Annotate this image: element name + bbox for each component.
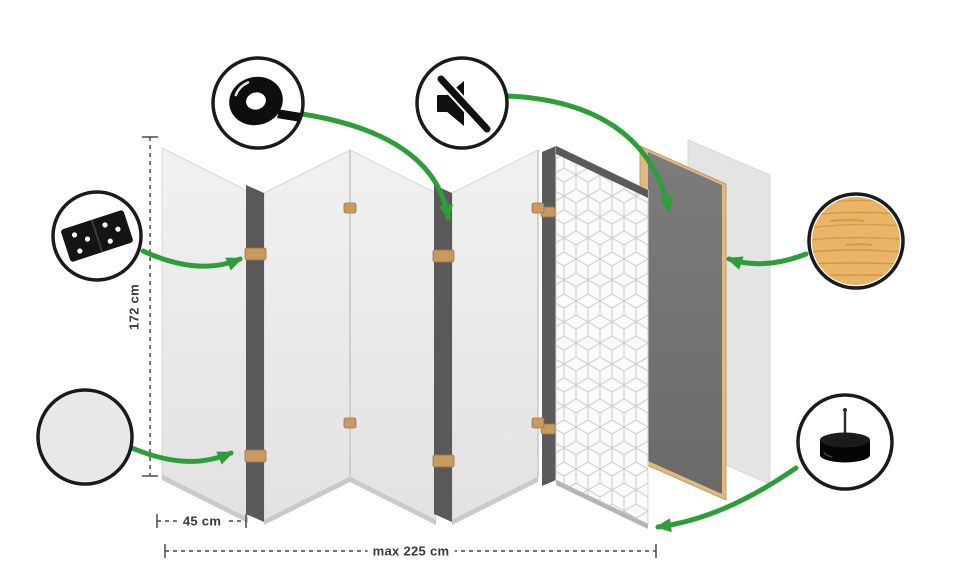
- wood-texture-icon: [812, 197, 900, 285]
- panel-1-bottom-edge: [162, 475, 248, 523]
- callout-fabric: [36, 388, 134, 486]
- cube-pattern-face: [556, 146, 648, 524]
- core-dark-face: [648, 152, 722, 494]
- hinge-block: [540, 423, 556, 435]
- hinge-block: [531, 417, 545, 429]
- fabric-texture-icon: [40, 392, 130, 482]
- arrow-hinge-to-fold-edge: [140, 248, 243, 271]
- panel-3-bottom-edge: [350, 477, 436, 525]
- front-fold-edge-2: [432, 185, 455, 522]
- arrow-fabric-to-panel: [129, 445, 234, 465]
- felt-pad-icon: [820, 408, 870, 463]
- muted-speaker-icon: [435, 73, 493, 135]
- front-fold-edge-1: [244, 185, 267, 522]
- callout-felt-pad: [796, 393, 894, 491]
- tape-roll-icon: [229, 76, 301, 126]
- height-dimension-label: 172 cm: [126, 279, 142, 335]
- patterned-front-panel: [540, 145, 649, 529]
- arrow-feltpad-to-bottom: [655, 465, 799, 533]
- hinge-block: [531, 202, 545, 214]
- total-width-dimension-line: [164, 544, 657, 558]
- arrow-tape-to-fold: [299, 111, 454, 221]
- panel-4: [451, 149, 539, 521]
- callout-wood: [807, 192, 905, 290]
- arrow-mute-to-core-panel: [505, 93, 673, 213]
- callout-mute: [415, 56, 509, 150]
- panel-4-bottom-edge: [452, 477, 538, 525]
- panel-2: [263, 149, 351, 521]
- callout-hinge: [51, 190, 143, 282]
- total-width-dimension-label: max 225 cm: [367, 543, 455, 559]
- core-panel-with-wood-frame: [639, 145, 727, 501]
- hinge-block: [343, 417, 357, 429]
- hinge-block: [343, 202, 357, 214]
- hinge-block: [244, 449, 267, 463]
- hinge-block: [432, 249, 455, 263]
- arrow-wood-to-frame: [726, 251, 809, 270]
- callout-tape: [211, 56, 305, 150]
- height-dimension-line: [142, 136, 158, 477]
- hinge-icon: [61, 210, 133, 262]
- patterned-panel-side-edge: [542, 146, 556, 486]
- hinge-block: [432, 454, 455, 468]
- patterned-panel-bottom-edge: [556, 480, 648, 529]
- panel-width-dimension-label: 45 cm: [177, 513, 227, 529]
- hinge-block: [244, 247, 267, 261]
- folding-screen-panels: [161, 147, 545, 525]
- panel-width-dimension-line: [156, 514, 247, 528]
- patterned-panel-top-edge: [556, 146, 648, 198]
- panel-2-bottom-edge: [264, 477, 350, 525]
- panel-3: [349, 149, 437, 521]
- callout-arrows: [129, 93, 809, 533]
